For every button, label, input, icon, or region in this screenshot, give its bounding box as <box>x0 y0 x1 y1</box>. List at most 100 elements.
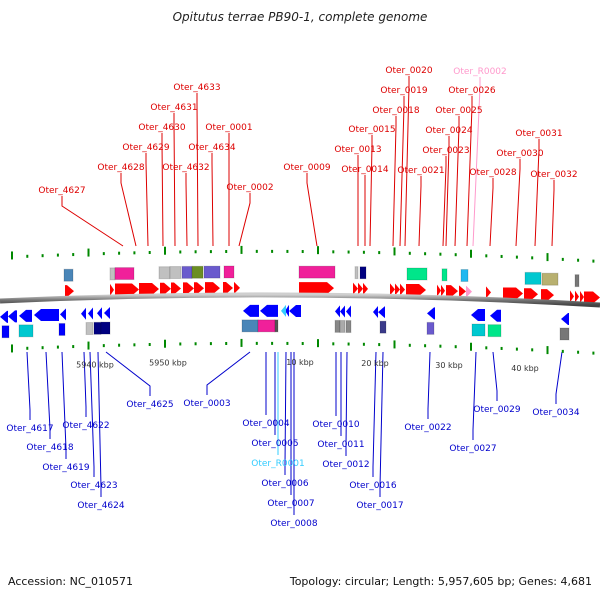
gene-label[interactable]: Oter_0010 <box>312 420 360 430</box>
forward-gene-arrow[interactable] <box>524 288 538 301</box>
reverse-gene-arrow[interactable] <box>81 307 86 320</box>
gene-label[interactable]: Oter_4618 <box>26 443 74 453</box>
gene-label[interactable]: Oter_0004 <box>242 419 290 429</box>
reverse-gene-arrow[interactable] <box>34 309 59 322</box>
reverse-gene-arrow[interactable] <box>88 307 93 320</box>
forward-gene-arrow[interactable] <box>65 285 74 298</box>
forward-gene-arrow[interactable] <box>486 286 491 299</box>
reverse-gene-arrow[interactable] <box>285 304 289 317</box>
forward-gene-arrow[interactable] <box>390 283 395 296</box>
gene-label[interactable]: Oter_0027 <box>449 444 496 454</box>
forward-gene-arrow[interactable] <box>110 283 114 296</box>
gene-label[interactable]: Oter_4627 <box>38 186 85 196</box>
reverse-gene-arrow[interactable] <box>8 310 17 323</box>
forward-gene-arrow[interactable] <box>575 290 579 303</box>
reverse-gene-arrow[interactable] <box>260 304 278 317</box>
gene-label[interactable]: Oter_4631 <box>150 103 197 113</box>
reverse-gene-arrow[interactable] <box>378 306 385 319</box>
reverse-gene-arrow[interactable] <box>346 305 351 318</box>
forward-rna-arrow[interactable] <box>466 285 472 298</box>
gene-label[interactable]: Oter_0013 <box>334 145 381 155</box>
forward-gene-arrow[interactable] <box>584 291 600 304</box>
forward-gene-arrow[interactable] <box>299 282 334 295</box>
gene-label[interactable]: Oter_R0002 <box>453 67 507 77</box>
reverse-gene-arrow[interactable] <box>60 308 66 321</box>
forward-gene-arrow[interactable] <box>358 282 363 295</box>
gene-label[interactable]: Oter_0015 <box>348 125 395 135</box>
forward-gene-arrow[interactable] <box>160 282 171 295</box>
gene-label[interactable]: Oter_0006 <box>261 479 309 489</box>
gene-label[interactable]: Oter_0021 <box>397 166 444 176</box>
reverse-gene-arrow[interactable] <box>335 305 340 318</box>
gene-label[interactable]: Oter_0020 <box>385 66 433 76</box>
gene-label[interactable]: Oter_4619 <box>42 463 90 473</box>
reverse-gene-arrow[interactable] <box>104 307 110 320</box>
gene-label[interactable]: Oter_0028 <box>469 168 517 178</box>
gene-label[interactable]: Oter_0017 <box>356 501 403 511</box>
forward-gene-arrow[interactable] <box>437 284 441 297</box>
gene-label[interactable]: Oter_0023 <box>422 146 469 156</box>
gene-label[interactable]: Oter_4629 <box>122 143 170 153</box>
gene-label[interactable]: Oter_0019 <box>380 86 428 96</box>
gene-label[interactable]: Oter_0001 <box>205 123 252 133</box>
forward-gene-arrow[interactable] <box>459 285 466 298</box>
gene-label[interactable]: Oter_0025 <box>435 106 482 116</box>
forward-gene-arrow[interactable] <box>503 287 523 300</box>
forward-gene-arrow[interactable] <box>541 289 554 302</box>
forward-gene-arrow[interactable] <box>205 282 220 295</box>
gene-label[interactable]: Oter_0030 <box>496 149 544 159</box>
forward-gene-arrow[interactable] <box>139 283 159 296</box>
gene-label[interactable]: Oter_0014 <box>341 165 389 175</box>
gene-label[interactable]: Oter_4632 <box>162 163 209 173</box>
forward-gene-arrow[interactable] <box>395 283 400 296</box>
forward-gene-arrow[interactable] <box>406 283 426 296</box>
reverse-gene-arrow[interactable] <box>340 305 345 318</box>
reverse-rna-arrow[interactable] <box>281 304 286 317</box>
forward-gene-arrow[interactable] <box>570 290 574 303</box>
gene-label[interactable]: Oter_0005 <box>251 439 298 449</box>
gene-label[interactable]: Oter_0016 <box>349 481 397 491</box>
gene-label[interactable]: Oter_0007 <box>267 499 314 509</box>
gene-label[interactable]: Oter_0003 <box>183 399 230 409</box>
gene-label[interactable]: Oter_4634 <box>188 143 236 153</box>
gene-label[interactable]: Oter_0018 <box>372 106 420 116</box>
forward-gene-arrow[interactable] <box>171 282 181 295</box>
gene-label[interactable]: Oter_4628 <box>97 163 145 173</box>
gene-label[interactable]: Oter_0009 <box>283 163 331 173</box>
reverse-gene-arrow[interactable] <box>0 310 8 323</box>
gene-label[interactable]: Oter_0008 <box>270 519 318 529</box>
gene-label[interactable]: Oter_4622 <box>62 421 109 431</box>
gene-label[interactable]: Oter_4624 <box>77 501 125 511</box>
reverse-gene-arrow[interactable] <box>471 309 485 322</box>
gene-label[interactable]: Oter_0034 <box>532 408 580 418</box>
gene-label[interactable]: Oter_4630 <box>138 123 186 133</box>
forward-gene-arrow[interactable] <box>115 283 139 296</box>
gene-label[interactable]: Oter_0012 <box>322 460 369 470</box>
reverse-gene-arrow[interactable] <box>289 304 301 317</box>
gene-label[interactable]: Oter_4633 <box>173 83 220 93</box>
gene-label[interactable]: Oter_4625 <box>126 400 173 410</box>
gene-label[interactable]: Oter_0002 <box>226 183 273 193</box>
forward-gene-arrow[interactable] <box>223 281 233 294</box>
gene-label[interactable]: Oter_R0001 <box>251 459 305 469</box>
gene-label[interactable]: Oter_4623 <box>70 481 117 491</box>
gene-label[interactable]: Oter_0011 <box>317 440 364 450</box>
reverse-gene-arrow[interactable] <box>427 307 435 320</box>
forward-gene-arrow[interactable] <box>363 282 368 295</box>
forward-gene-arrow[interactable] <box>234 281 240 294</box>
gene-label[interactable]: Oter_0031 <box>515 129 562 139</box>
gene-label[interactable]: Oter_0029 <box>473 405 521 415</box>
reverse-gene-arrow[interactable] <box>373 306 378 319</box>
reverse-gene-arrow[interactable] <box>490 309 501 322</box>
reverse-gene-arrow[interactable] <box>243 304 259 317</box>
forward-gene-arrow[interactable] <box>400 283 405 296</box>
reverse-gene-arrow[interactable] <box>19 309 32 322</box>
reverse-gene-arrow[interactable] <box>561 313 569 326</box>
gene-label[interactable]: Oter_4617 <box>6 424 53 434</box>
gene-label[interactable]: Oter_0022 <box>404 423 451 433</box>
forward-gene-arrow[interactable] <box>441 284 445 297</box>
reverse-gene-arrow[interactable] <box>97 307 102 320</box>
forward-gene-arrow[interactable] <box>353 282 358 295</box>
forward-gene-arrow[interactable] <box>194 282 204 295</box>
gene-label[interactable]: Oter_0032 <box>530 170 577 180</box>
